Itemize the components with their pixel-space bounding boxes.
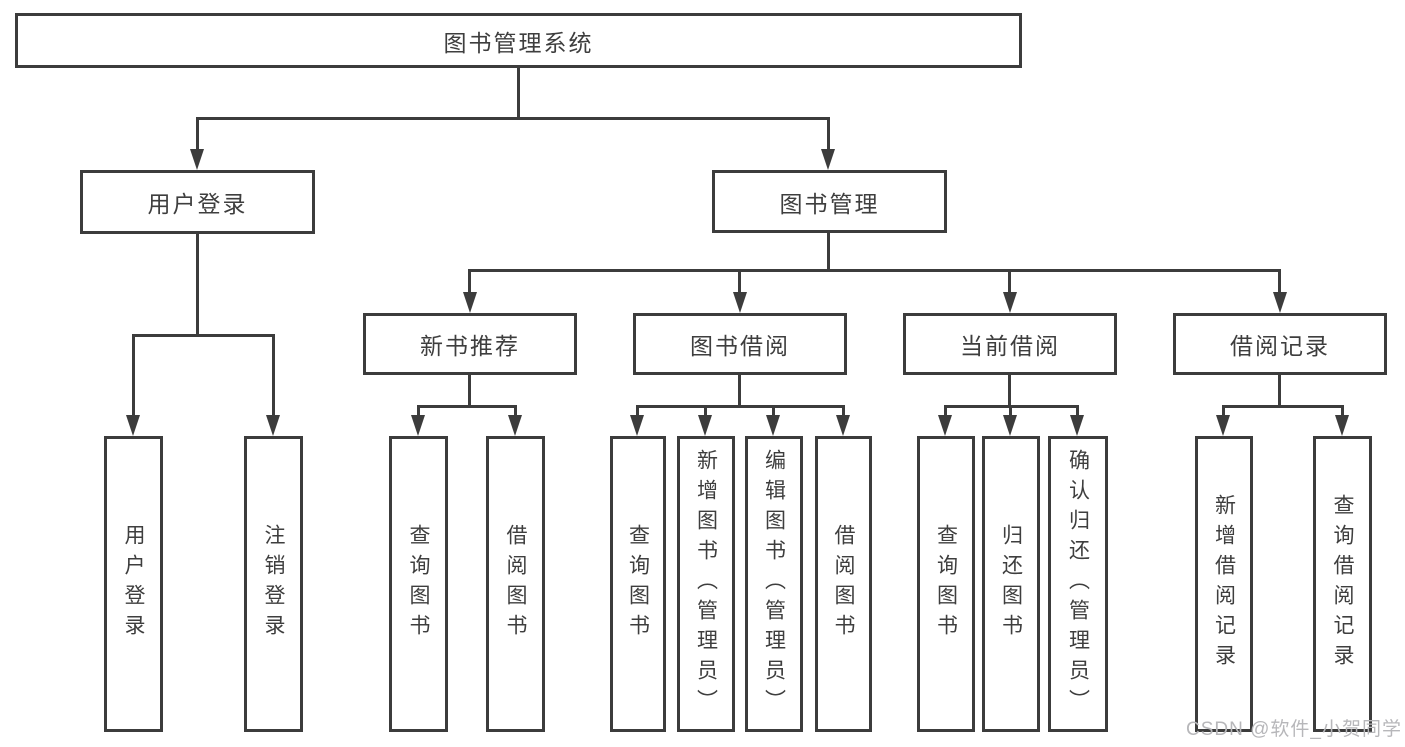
connector-to-user-login — [196, 117, 199, 149]
arrowhead-current-borrow — [1003, 292, 1017, 313]
node-user-login: 用户登录 — [80, 170, 315, 234]
arrowhead-new-books — [463, 292, 477, 313]
connector-current-leaf2 — [1009, 405, 1012, 415]
connector-borrow-leaf1 — [636, 405, 639, 415]
node-label: 图书管理 — [779, 190, 880, 217]
leaf-return-books: 归还图书 — [982, 436, 1040, 732]
arrowhead-records-leaf1 — [1216, 415, 1230, 436]
node-current-borrowing: 当前借阅 — [903, 313, 1117, 375]
arrowhead-borrow-records — [1273, 292, 1287, 313]
connector-to-book-borrow — [738, 269, 741, 292]
leaf-logout: 注销登录 — [244, 436, 303, 732]
leaf-edit-book-admin: 编辑图书（管理员） — [745, 436, 803, 732]
leaf-borrow-books-1: 借阅图书 — [486, 436, 545, 732]
arrowhead-book-borrow — [733, 292, 747, 313]
leaf-label: 确认归还（管理员） — [1066, 449, 1090, 719]
leaf-query-books-1: 查询图书 — [389, 436, 448, 732]
node-label: 图书管理系统 — [443, 29, 594, 56]
connector-records-branch — [1222, 405, 1344, 408]
connector-mgmt-branch — [468, 269, 1280, 272]
connector-current-stem — [1008, 375, 1011, 408]
leaf-query-borrow-record: 查询借阅记录 — [1313, 436, 1372, 732]
leaf-label: 归还图书 — [999, 524, 1023, 644]
leaf-label: 查询图书 — [407, 524, 430, 644]
node-borrowing-records: 借阅记录 — [1173, 313, 1387, 375]
connector-records-stem — [1278, 375, 1281, 408]
connector-newbooks-leaf2 — [514, 405, 517, 415]
arrowhead-leaf-user-login — [126, 415, 140, 436]
arrowhead-user-login — [190, 149, 204, 170]
node-label: 图书借阅 — [690, 333, 790, 359]
leaf-query-books-2: 查询图书 — [610, 436, 666, 732]
leaf-label: 新增借阅记录 — [1212, 494, 1236, 674]
connector-borrow-leaf4 — [842, 405, 845, 415]
connector-records-leaf1 — [1222, 405, 1225, 415]
connector-to-borrow-records — [1278, 269, 1281, 292]
arrowhead-borrow-leaf4 — [836, 415, 850, 436]
leaf-user-login: 用户登录 — [104, 436, 163, 732]
connector-root-stem — [517, 68, 520, 117]
connector-to-leaf-user-login — [132, 334, 135, 415]
connector-borrow-leaf2 — [704, 405, 707, 415]
leaf-label: 借阅图书 — [504, 524, 527, 644]
arrowhead-leaf-logout — [266, 415, 280, 436]
node-library-management-system: 图书管理系统 — [15, 13, 1022, 68]
arrowhead-newbooks-leaf2 — [508, 415, 522, 436]
node-book-management: 图书管理 — [712, 170, 947, 233]
node-label: 借阅记录 — [1230, 333, 1330, 359]
arrowhead-book-mgmt — [821, 149, 835, 170]
arrowhead-current-leaf3 — [1070, 415, 1084, 436]
arrowhead-current-leaf2 — [1003, 415, 1017, 436]
connector-current-leaf1 — [944, 405, 947, 415]
arrowhead-current-leaf1 — [938, 415, 952, 436]
leaf-add-borrow-record: 新增借阅记录 — [1195, 436, 1253, 732]
leaf-label: 用户登录 — [122, 524, 145, 644]
node-new-book-recommend: 新书推荐 — [363, 313, 577, 375]
arrowhead-records-leaf2 — [1335, 415, 1349, 436]
connector-borrow-stem — [738, 375, 741, 408]
node-label: 当前借阅 — [960, 333, 1060, 359]
connector-mgmt-stem — [827, 233, 830, 272]
connector-newbooks-leaf1 — [417, 405, 420, 415]
leaf-label: 查询图书 — [934, 524, 958, 644]
connector-current-leaf3 — [1076, 405, 1079, 415]
connector-to-leaf-logout — [272, 334, 275, 415]
leaf-confirm-return-admin: 确认归还（管理员） — [1048, 436, 1108, 732]
leaf-label: 查询借阅记录 — [1331, 494, 1354, 674]
connector-borrow-leaf3 — [772, 405, 775, 415]
connector-login-branch — [132, 334, 275, 337]
arrowhead-borrow-leaf3 — [766, 415, 780, 436]
connector-root-branch — [196, 117, 830, 120]
connector-to-current-borrow — [1008, 269, 1011, 292]
leaf-label: 新增图书（管理员） — [694, 449, 718, 719]
leaf-label: 编辑图书（管理员） — [762, 449, 786, 719]
connector-records-leaf2 — [1341, 405, 1344, 415]
csdn-watermark: CSDN @软件_小贺同学 — [1186, 719, 1402, 740]
connector-newbooks-branch — [417, 405, 517, 408]
connector-newbooks-stem — [468, 375, 471, 408]
connector-login-stem — [196, 234, 199, 337]
leaf-label: 查询图书 — [626, 524, 650, 644]
node-label: 新书推荐 — [420, 333, 520, 359]
arrowhead-borrow-leaf2 — [698, 415, 712, 436]
arrowhead-newbooks-leaf1 — [411, 415, 425, 436]
leaf-label: 借阅图书 — [832, 524, 855, 644]
arrowhead-borrow-leaf1 — [630, 415, 644, 436]
leaf-add-book-admin: 新增图书（管理员） — [677, 436, 735, 732]
leaf-label: 注销登录 — [262, 524, 285, 644]
node-book-borrowing: 图书借阅 — [633, 313, 847, 375]
node-label: 用户登录 — [147, 191, 248, 217]
connector-to-book-mgmt — [827, 117, 830, 149]
connector-borrow-branch — [636, 405, 845, 408]
leaf-borrow-books-2: 借阅图书 — [815, 436, 872, 732]
leaf-query-books-3: 查询图书 — [917, 436, 975, 732]
connector-to-new-books — [468, 269, 471, 292]
